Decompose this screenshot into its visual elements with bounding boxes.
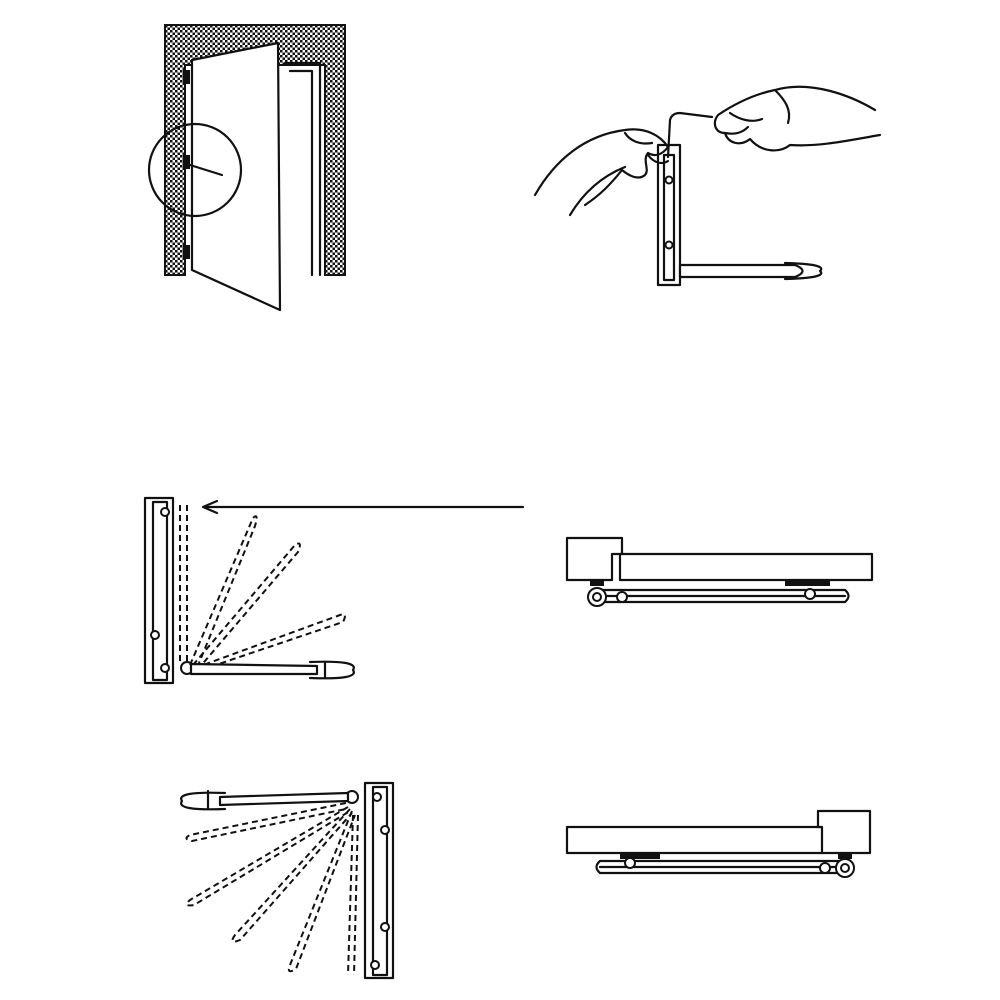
hinge-plate xyxy=(656,143,682,287)
hands-adjusting-hinge-with-hex-key xyxy=(533,85,882,287)
hinge-callout-circle xyxy=(147,122,243,218)
hinge-arm xyxy=(189,662,319,676)
frame-block xyxy=(565,536,624,582)
left-hand xyxy=(533,128,670,207)
frame-block xyxy=(816,809,872,855)
door-with-hinge-callout xyxy=(147,24,346,312)
hinge-plate xyxy=(143,496,175,685)
door-edge-with-closer-side-b xyxy=(565,809,872,878)
door-edge-with-closer-side-a xyxy=(565,536,874,607)
hinge-arm-swing-closing-left xyxy=(180,781,395,980)
door-leaf xyxy=(190,41,282,312)
hinge-arm xyxy=(218,791,350,807)
hinge-top xyxy=(183,70,190,84)
door-slab xyxy=(565,825,825,855)
hinge-arm-swing-closing-right xyxy=(143,496,525,685)
door-slab xyxy=(618,552,874,582)
hinge-arm xyxy=(678,263,804,279)
hinge-bottom xyxy=(183,245,190,259)
hinge-middle xyxy=(183,155,190,169)
hinge-plate xyxy=(363,781,395,980)
hex-key xyxy=(666,111,714,159)
